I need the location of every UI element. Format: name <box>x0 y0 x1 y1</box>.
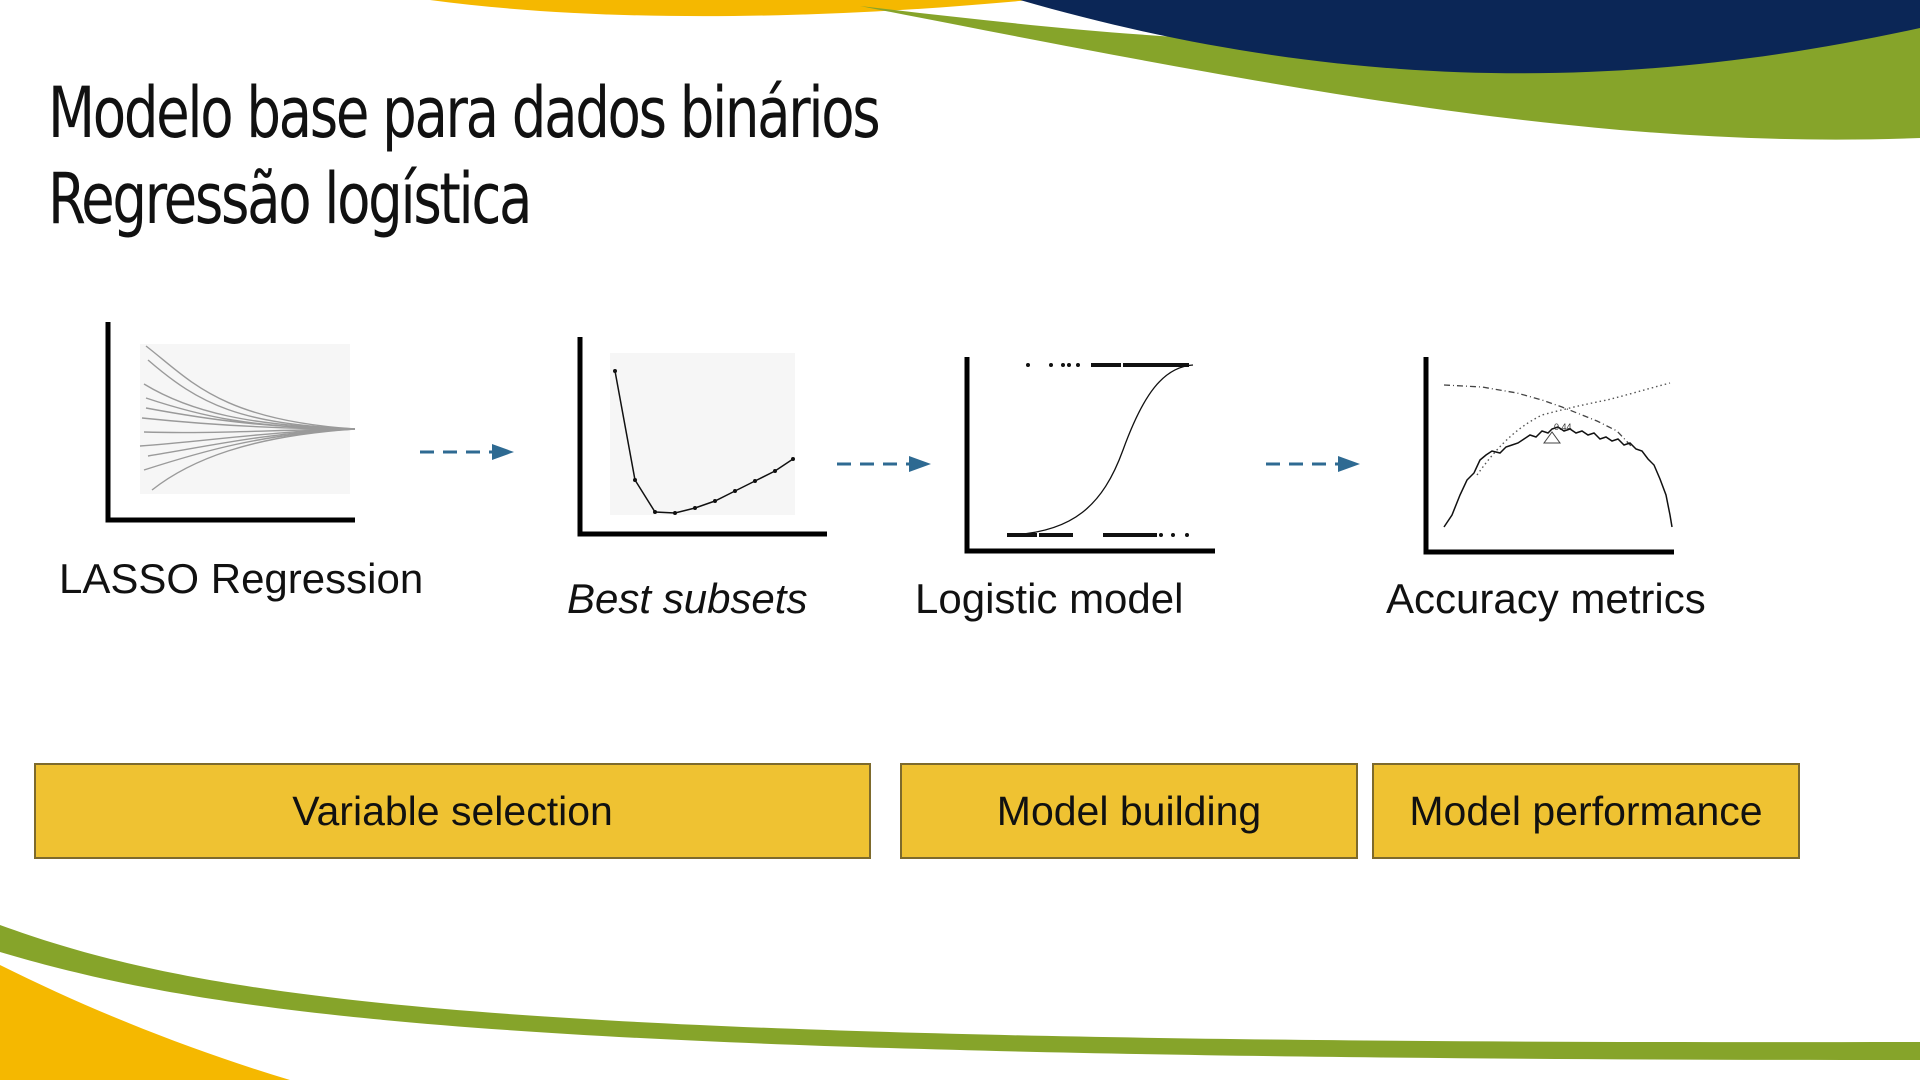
phase-label-variable-selection: Variable selection <box>292 787 613 834</box>
phase-label-model-building: Model building <box>996 787 1262 834</box>
logistic-axes <box>964 357 1215 554</box>
top-yellow-band <box>430 0 1030 17</box>
phase-box-model-performance: Model performance <box>1372 763 1800 859</box>
accuracy-metrics-curves: 0.44 <box>1423 357 1674 555</box>
best-subsets-plot-background <box>610 353 795 515</box>
logistic-top-observations <box>1026 363 1189 367</box>
top-navy-band <box>1020 0 1920 74</box>
accuracy-caption: Accuracy metrics <box>1386 575 1706 622</box>
accuracy-dashdot-line <box>1443 384 1633 448</box>
logistic-bottom-observations <box>1007 533 1189 537</box>
top-decoration <box>430 0 1920 140</box>
accuracy-peak-label: 0.44 <box>1554 422 1572 432</box>
lasso-coefficient-paths <box>139 345 356 491</box>
lasso-caption: LASSO Regression <box>59 555 424 602</box>
flow-arrow-2 <box>837 456 931 472</box>
best-subsets-caption: Best subsets <box>567 575 808 622</box>
best-subsets-points <box>613 369 795 515</box>
phase-box-variable-selection: Variable selection <box>34 763 871 859</box>
bottom-yellow-band <box>0 965 290 1080</box>
accuracy-solid-line <box>1443 426 1673 528</box>
page-title: Modelo base para dados binários Regressã… <box>48 70 881 242</box>
phase-label-model-performance: Model performance <box>1409 787 1763 834</box>
lasso-axes <box>105 322 355 523</box>
logistic-caption: Logistic model <box>915 575 1184 622</box>
accuracy-axes <box>1423 357 1674 555</box>
best-subsets-line <box>614 370 794 514</box>
best-subsets-error-curve <box>577 337 827 537</box>
bottom-green-band <box>0 925 1920 1080</box>
title-line-1: Modelo base para dados binários <box>48 72 881 154</box>
flow-arrow-3 <box>1266 456 1360 472</box>
flow-arrow-1 <box>420 444 514 460</box>
bottom-white-gap <box>0 952 1920 1080</box>
best-subsets-axes <box>577 337 827 537</box>
lasso-coefficient-path-plot <box>105 322 356 523</box>
logistic-sigmoid-line <box>1007 364 1194 536</box>
accuracy-peak-marker <box>1543 431 1561 444</box>
logistic-sigmoid-curve <box>964 357 1215 554</box>
title-line-2: Regressão logística <box>48 158 532 240</box>
phase-box-model-building: Model building <box>900 763 1358 859</box>
accuracy-dotted-line <box>1476 382 1671 476</box>
